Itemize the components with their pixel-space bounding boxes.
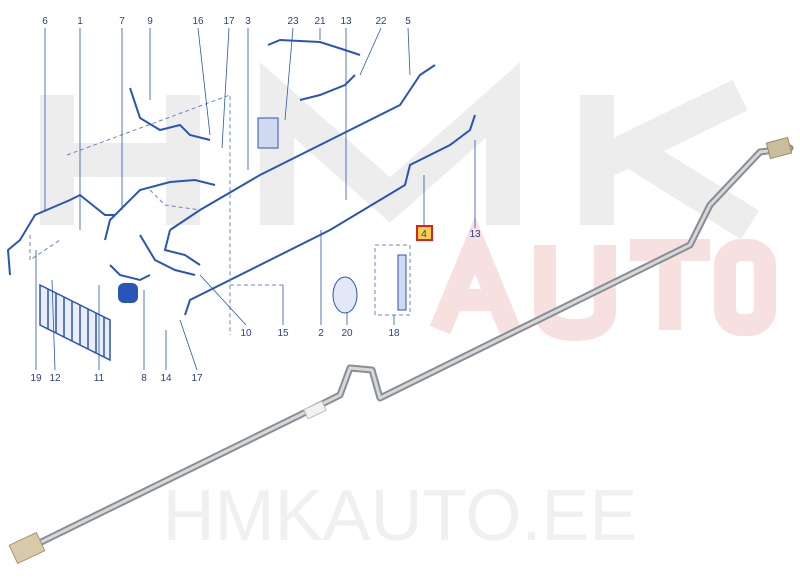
- part-20-oil: [332, 276, 358, 314]
- callout-21: 21: [314, 16, 326, 27]
- callout-20: 20: [341, 328, 353, 339]
- pipe-label-sticker: [303, 400, 327, 420]
- pipe-fitting-left: [8, 532, 46, 564]
- callout-18: 18: [388, 328, 400, 339]
- callout-2: 2: [318, 328, 324, 339]
- part-5-line: [169, 64, 436, 231]
- callout-4-highlighted: 4: [421, 229, 427, 240]
- callout-labels: 6 1 7 9 16 17 3 23 21 13 22 5 4 13 10 15…: [30, 16, 481, 384]
- pipe-fitting-right: [765, 136, 793, 160]
- part-7-line: [104, 178, 216, 241]
- callout-14: 14: [160, 373, 172, 384]
- callout-5: 5: [405, 16, 411, 27]
- part-23-drier: [257, 117, 279, 149]
- pipe-photo: [8, 136, 794, 564]
- highlight-box: [416, 225, 433, 241]
- callout-8: 8: [141, 373, 147, 384]
- callout-1: 1: [77, 16, 83, 27]
- callout-10: 10: [240, 328, 252, 339]
- part-6-line: [6, 193, 115, 276]
- part-21-line: [267, 38, 361, 56]
- callout-13: 13: [340, 16, 352, 27]
- part-8-compressor: [118, 283, 138, 303]
- ac-lines: [6, 38, 476, 316]
- callout-13b: 13: [469, 229, 481, 240]
- watermark-logo-top: [40, 62, 760, 240]
- part-3-line: [163, 229, 201, 266]
- callout-6: 6: [42, 16, 48, 27]
- callout-17b: 17: [191, 373, 203, 384]
- part-4-line: [184, 114, 476, 316]
- callout-23: 23: [287, 16, 299, 27]
- callout-15: 15: [277, 328, 289, 339]
- callout-9: 9: [147, 16, 153, 27]
- watermark-site: HMKAUTO.EE: [163, 476, 638, 556]
- callout-3: 3: [245, 16, 251, 27]
- callout-11: 11: [94, 373, 105, 384]
- callout-17: 17: [223, 16, 235, 27]
- callout-leaders: [35, 27, 476, 371]
- callout-19: 19: [30, 373, 42, 384]
- dashed-guides: [29, 94, 411, 335]
- part-22-line: [299, 74, 356, 101]
- callout-22: 22: [375, 16, 387, 27]
- part-12-condenser: [39, 283, 111, 362]
- part-18-filter: [397, 254, 407, 311]
- callout-16: 16: [192, 16, 204, 27]
- callout-7: 7: [119, 16, 125, 27]
- callout-12: 12: [49, 373, 61, 384]
- part-8-line: [109, 264, 151, 282]
- part-9-line: [129, 87, 211, 141]
- part-10-line: [139, 234, 196, 276]
